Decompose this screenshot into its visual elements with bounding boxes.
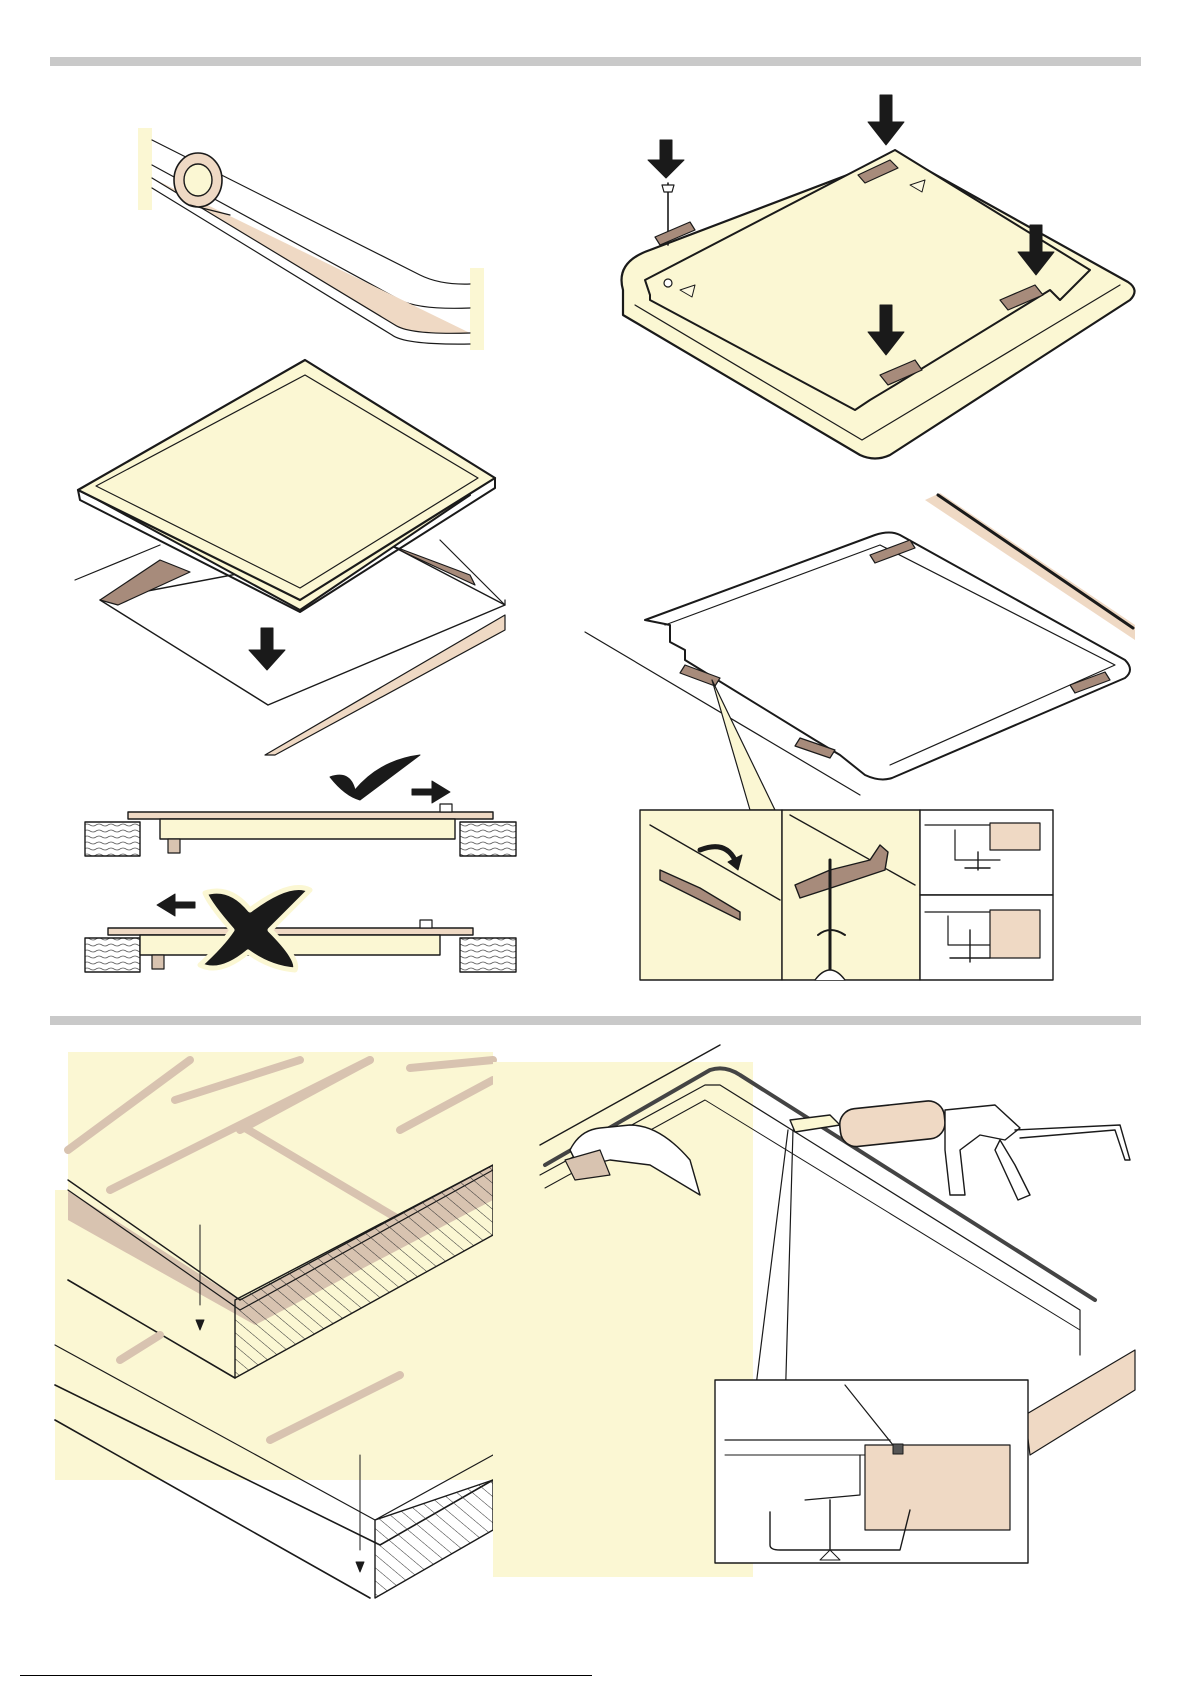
- mount-clamps-figure: [622, 95, 1135, 459]
- tape-roll-icon: [174, 153, 230, 215]
- caulking-gun-icon: [790, 1099, 1130, 1200]
- silicone-sealing-figure: [493, 1045, 1135, 1577]
- footer-rule: [20, 1675, 592, 1676]
- clamp-positions-figure: [585, 493, 1135, 810]
- seal-tape-figure: [138, 128, 484, 350]
- incorrect-insertion-figure: [85, 888, 516, 973]
- checkmark-icon: [330, 755, 420, 800]
- clamp-detail-panels: [640, 810, 1053, 980]
- correct-insertion-figure: [85, 755, 516, 856]
- tiled-worktop-figure: [55, 1052, 493, 1598]
- lower-hob-figure: [75, 360, 505, 755]
